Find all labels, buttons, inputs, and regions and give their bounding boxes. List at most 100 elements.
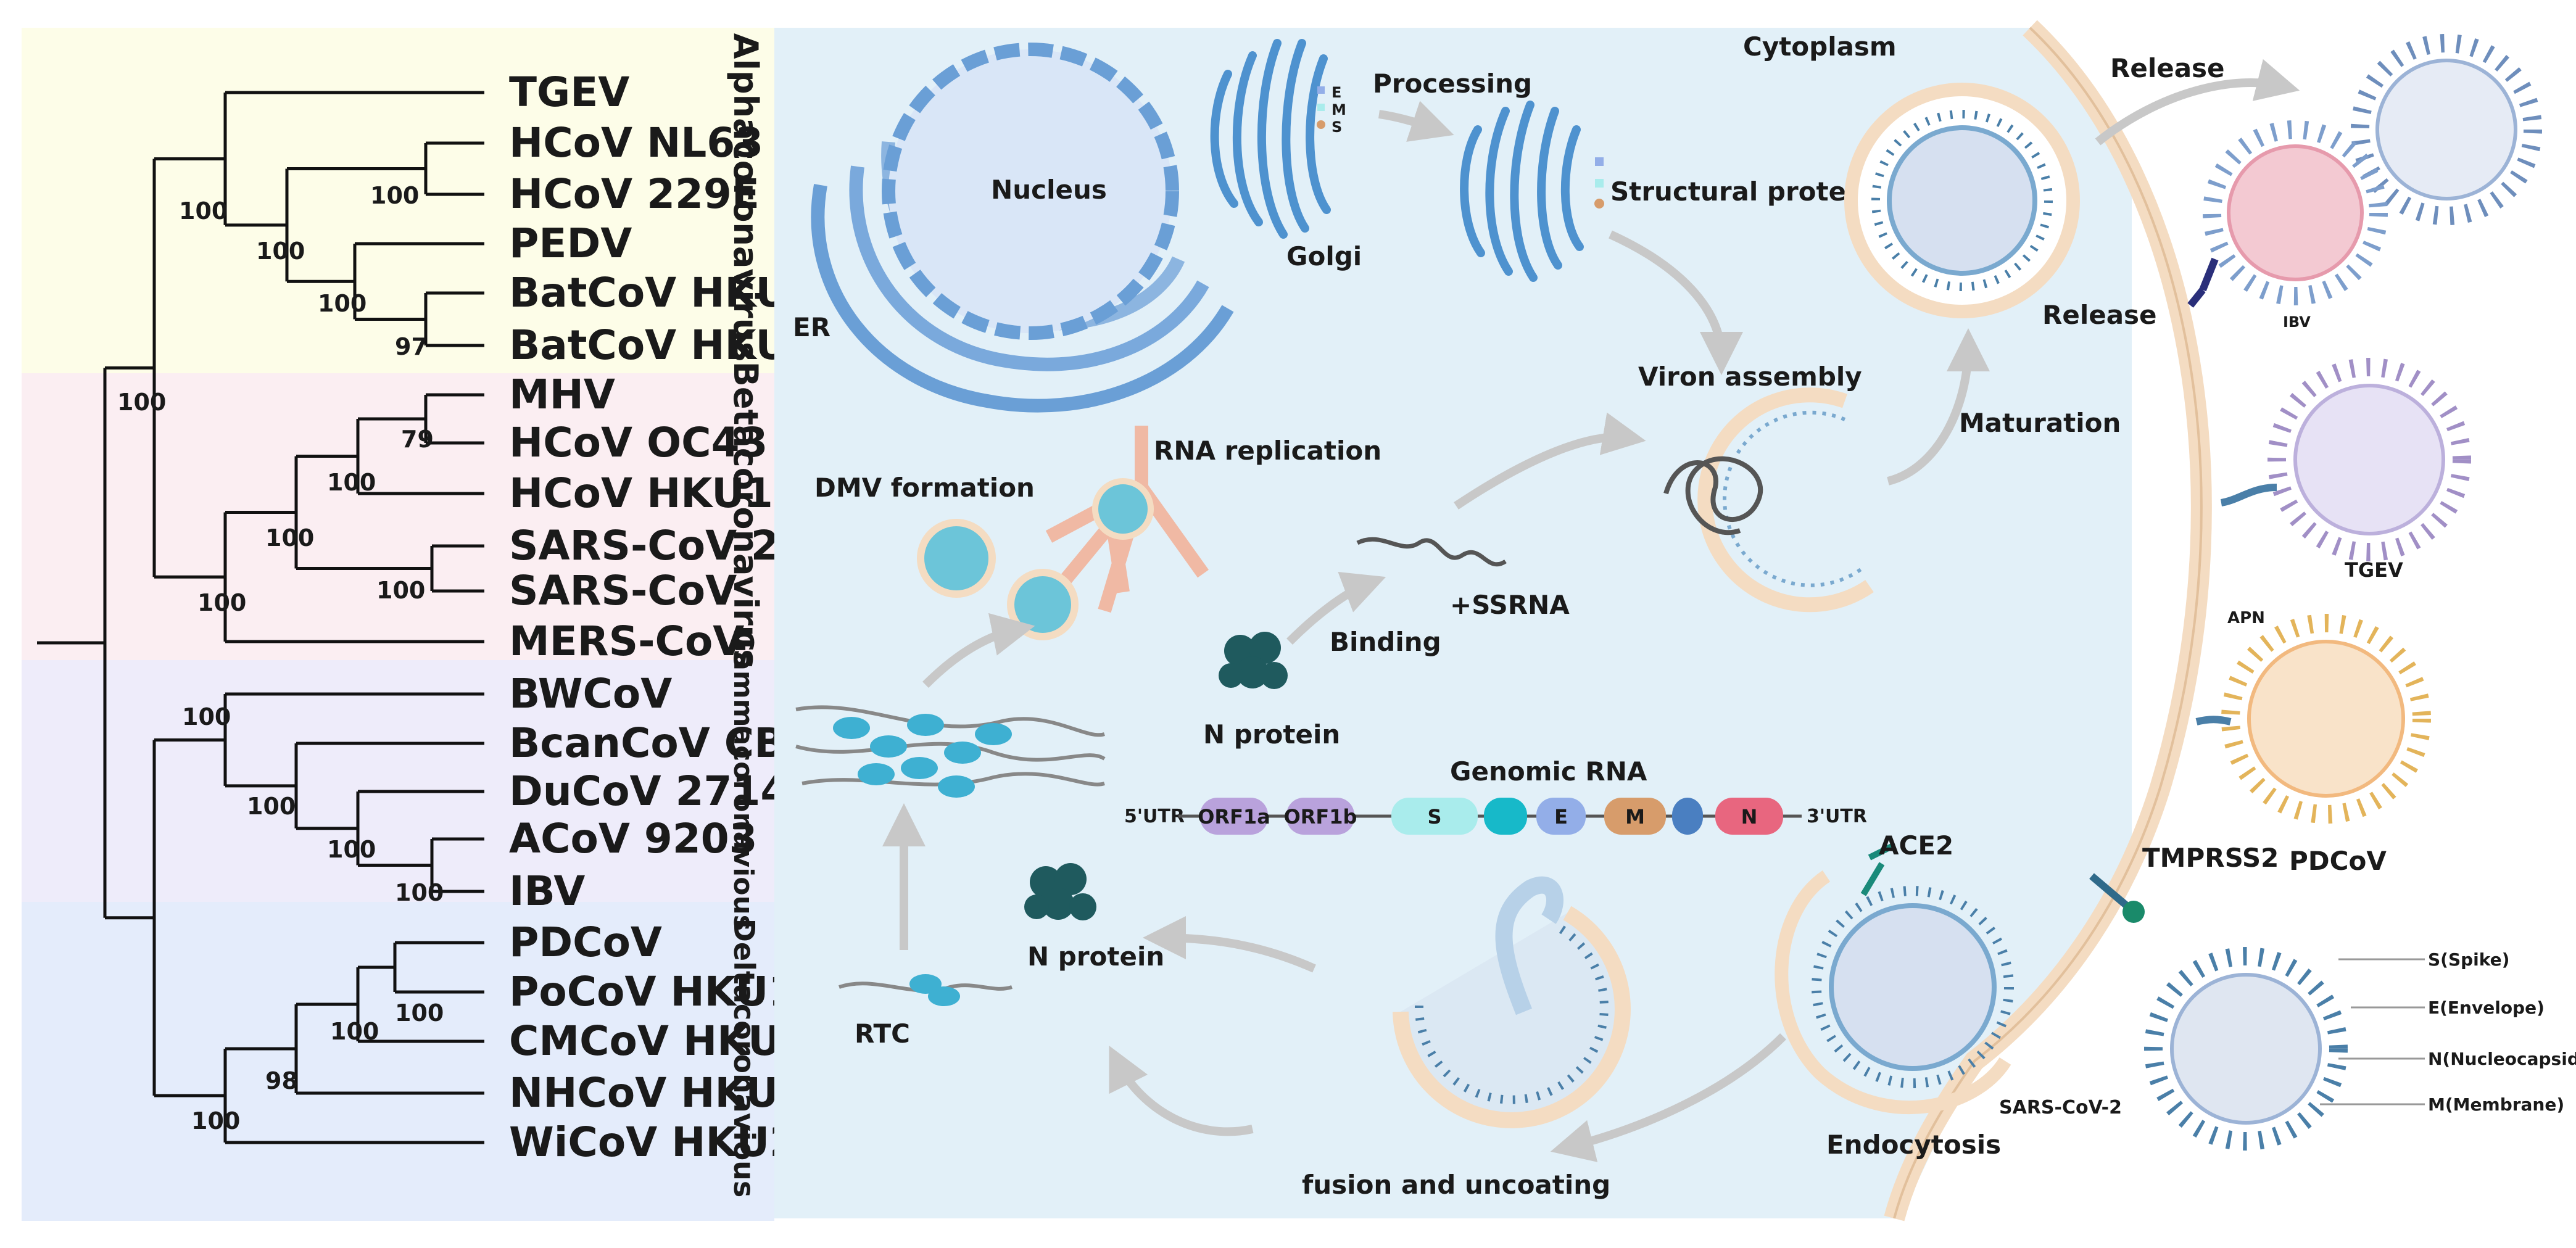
cell-panel: Cytoplasm Nucleus ER E M S Golgi Process… (774, 20, 2576, 1221)
endocytosis-label: Endocytosis (1826, 1130, 2001, 1160)
replication-mesh (795, 705, 1106, 798)
ssrna-to-assembly-arrow (1454, 412, 1646, 510)
clade-label-gamma: Gammacoronavious (727, 630, 759, 931)
pdcov-virion (2195, 614, 2431, 824)
tgev-label: TGEV (2345, 558, 2403, 582)
bootstrap-value: 100 (327, 836, 376, 863)
legend-virion (2144, 947, 2348, 1151)
bootstrap-value: 100 (370, 182, 419, 209)
clade-label-delta: Deltacoronavious (727, 919, 761, 1198)
golgi-tag-e-marker (1317, 86, 1325, 94)
bootstrap-value: 100 (256, 238, 305, 265)
ibv-label: IBV (2283, 313, 2311, 331)
gene-block (1286, 798, 1354, 835)
gene-block (1672, 798, 1703, 835)
gene-block (1715, 798, 1783, 835)
clade-band-delta (22, 902, 774, 1221)
clade-band-beta (22, 373, 774, 660)
bootstrap-value: 98 (265, 1067, 298, 1094)
maturation-label: Maturation (1959, 408, 2121, 438)
gene-block (1200, 798, 1268, 835)
binding-arrow (1286, 571, 1386, 645)
binding-label: Binding (1330, 627, 1441, 657)
bootstrap-value: 100 (318, 290, 367, 317)
utr3-label: 3'UTR (1807, 806, 1867, 827)
clade-band-alpha (22, 28, 774, 373)
dmv-vesicle-2 (1007, 569, 1079, 640)
golgi-apparatus-processed (1460, 101, 1584, 282)
golgi-tag-s-marker (1317, 120, 1325, 129)
fusion-to-rtc-arrow (1109, 1045, 1254, 1136)
ssrna-strand (1356, 537, 1507, 567)
viron-assembly-label: Viron assembly (1638, 362, 1862, 392)
golgi-tag-e: E (1331, 84, 1341, 101)
taxon-label: SARS-CoV-2 (509, 522, 779, 569)
processing-arrow (1378, 101, 1454, 142)
nucleus-label: Nucleus (991, 175, 1107, 205)
taxon-label: HCoV NL63 (509, 119, 763, 167)
rna-replication-label: RNA replication (1154, 436, 1381, 466)
apn-label: APN (2227, 609, 2265, 627)
legend-nucleocapsid: N(Nucleocapsid) (2428, 1049, 2576, 1069)
bootstrap-value: 100 (376, 577, 425, 604)
gene-block (1391, 798, 1478, 835)
golgi-to-assembly-arrow (1609, 230, 1743, 375)
cytoplasm-label: Cytoplasm (1743, 31, 1897, 62)
legend-envelope: E(Envelope) (2428, 998, 2545, 1018)
gene-block (1536, 798, 1586, 835)
tree-bootstrap-values: 1001001009710079100100100100100100100100… (117, 182, 444, 1134)
ibv-virion (2187, 120, 2388, 308)
taxon-label: HCoV OC43 (509, 419, 768, 466)
n-protein-label-2: N protein (1027, 941, 1164, 972)
nucleus (882, 43, 1179, 340)
ace2-receptor (1860, 842, 1896, 896)
er-label: ER (793, 312, 830, 342)
taxon-label: MERS-CoV (509, 618, 744, 665)
taxon-label: DuCoV 2714 (509, 767, 789, 815)
taxon-label: BWCoV (509, 670, 672, 717)
ssrna-label: +SSRNA (1450, 590, 1570, 620)
released-virion (2351, 34, 2542, 225)
n-protein-label-1: N protein (1203, 719, 1340, 750)
dmv-vesicle-3 (1092, 478, 1154, 540)
tmprss2-head (2123, 901, 2145, 923)
golgi-apparatus (1210, 39, 1331, 239)
structural-protein-marker-2 (1595, 179, 1604, 188)
dmv-formation-label: DMV formation (814, 473, 1035, 503)
fusion-uncoating-label: fusion and uncoating (1302, 1170, 1610, 1200)
utr5-label: 5'UTR (1124, 806, 1185, 827)
tree-branches (37, 91, 484, 1144)
taxon-label: TGEV (509, 68, 629, 116)
release-arrow (2095, 59, 2300, 146)
fusion-to-nprotein-arrow (1143, 916, 1316, 973)
bootstrap-value: 100 (247, 793, 296, 820)
gene-block (1484, 798, 1527, 835)
clade-band-gamma (22, 660, 774, 902)
processing-label: Processing (1373, 68, 1532, 99)
rtc-complex (909, 974, 960, 1006)
extracellular-space (1900, 28, 2576, 1218)
gene-label: N (1741, 805, 1758, 829)
n-protein-cluster-1 (1219, 632, 1288, 689)
taxon-label: WiCoV HKU20 (509, 1118, 826, 1166)
pdcov-label: PDCoV (2289, 846, 2387, 876)
legend-spike: S(Spike) (2428, 949, 2509, 970)
release-outer-label: Release (2110, 53, 2225, 83)
clade-label-alpha: Alphacoronavirus (726, 33, 765, 362)
taxon-label: PEDV (509, 220, 632, 267)
golgi-tag-s: S (1331, 118, 1342, 136)
maturation-arrow (1887, 328, 1990, 486)
taxon-label: BatCoV HKU2 (509, 321, 817, 369)
gene-label: M (1625, 805, 1645, 829)
structural-protein-label: Structural protein (1610, 176, 1873, 207)
endocytosis-virion (1775, 870, 2014, 1114)
structural-protein-marker-3 (1594, 199, 1604, 209)
bootstrap-value: 100 (265, 524, 314, 552)
gene-label: E (1554, 805, 1568, 829)
bootstrap-value: 100 (179, 197, 228, 225)
taxon-label: MHV (509, 371, 615, 418)
bootstrap-value: 100 (117, 389, 166, 416)
structural-protein-marker-1 (1595, 157, 1604, 166)
